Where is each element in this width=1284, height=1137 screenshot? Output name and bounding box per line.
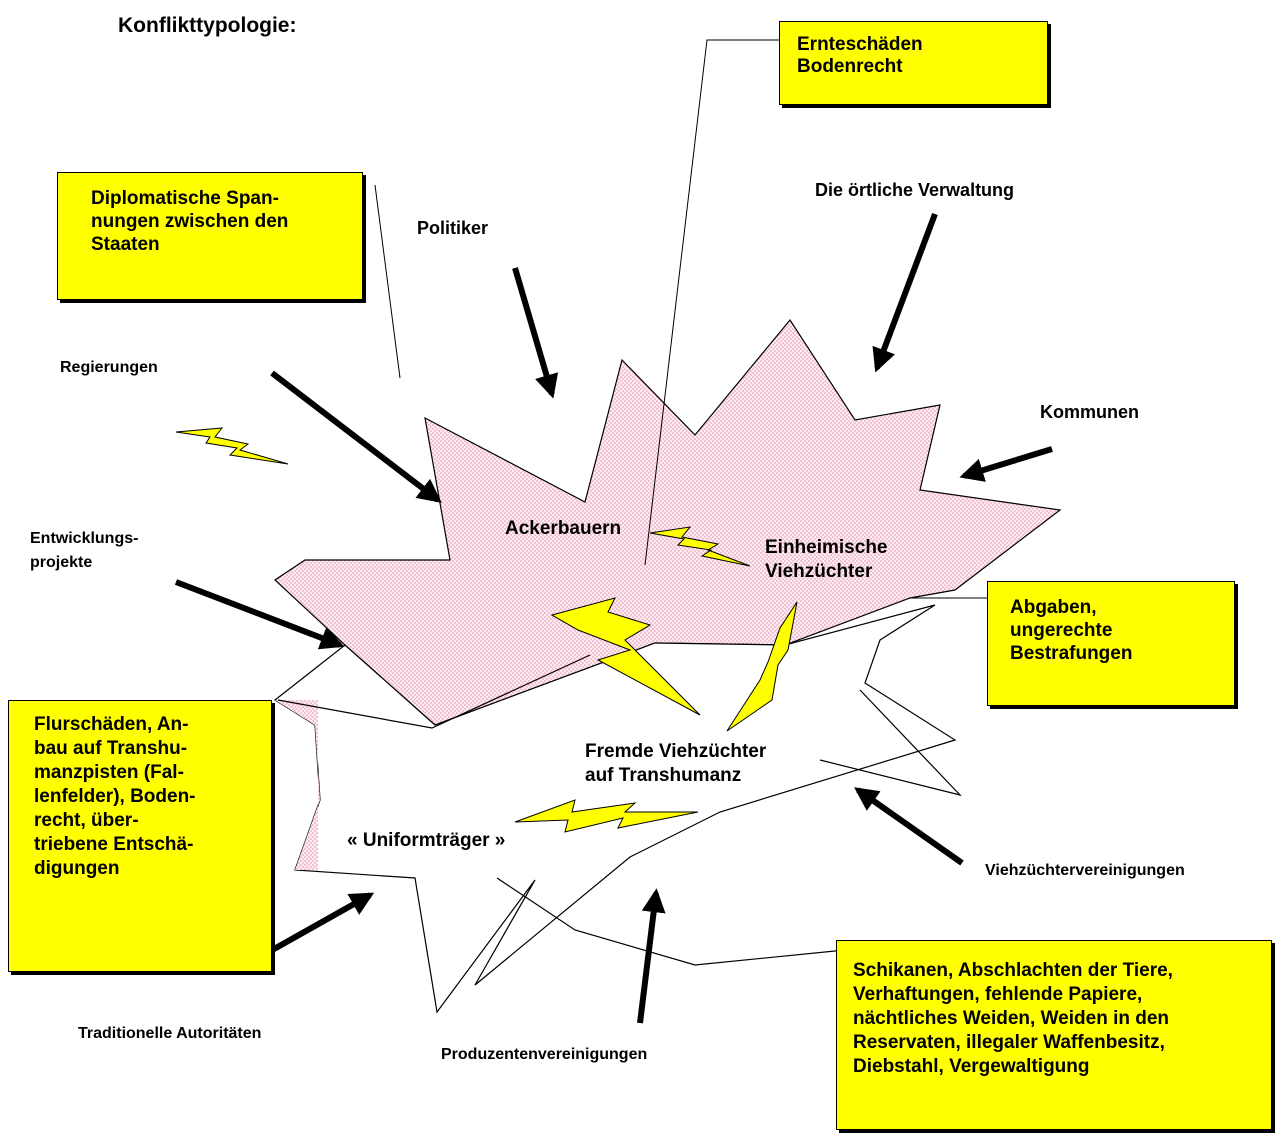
diagram-title: Konflikttypologie:: [118, 14, 297, 37]
lower-burst-right-edge: [819, 689, 962, 797]
party-fremde-viehzuechter: Fremde Viehzüchter auf Transhumanz: [585, 741, 767, 786]
actor-kommunen: Kommunen: [1040, 402, 1139, 422]
lower-burst-bottom-line: [496, 877, 846, 966]
lightning-bolt-regierungen: [175, 427, 289, 465]
arrow-politiker: [512, 267, 559, 399]
arrow-regierungen: [270, 370, 442, 503]
actor-viehzuechtervereinigungen: Viehzüchtervereinigungen: [985, 862, 1185, 879]
arrow-verwaltung: [872, 212, 938, 373]
connector-ernteschaeden: [644, 39, 780, 566]
arrow-entwicklung: [174, 579, 345, 650]
party-einheimische-viehzuechter: Einheimische Viehzüchter: [765, 537, 888, 582]
note-schikanen: Schikanen, Abschlachten der Tiere, Verha…: [836, 940, 1272, 1130]
actor-oertliche-verwaltung: Die örtliche Verwaltung: [815, 180, 1015, 200]
actor-traditionelle-autoritaeten: Traditionelle Autoritäten: [78, 1025, 262, 1042]
note-diplomatische-spannungen: Diplomatische Span- nungen zwischen den …: [57, 172, 363, 300]
lightning-bolt-vertical: [726, 601, 798, 732]
actor-entwicklungsprojekte: Entwicklungs- projekte: [30, 530, 139, 571]
lower-left-pink-area: [275, 700, 320, 870]
lower-burst-inner-line: [277, 654, 591, 729]
note-ernteschaeden: Ernteschäden Bodenrecht: [779, 21, 1048, 105]
arrow-viehzuechtervereinigungen: [854, 787, 964, 866]
actor-produzentenvereinigungen: Produzentenvereinigungen: [441, 1046, 648, 1063]
party-ackerbauern: Ackerbauern: [505, 518, 622, 539]
lightning-bolt-large: [550, 597, 701, 716]
note-abgaben: Abgaben, ungerechte Bestrafungen: [987, 581, 1235, 706]
upper-conflict-burst: [274, 318, 1062, 726]
arrow-kommunen: [959, 446, 1053, 482]
connector-diplomatische: [374, 184, 401, 379]
party-uniformtraeger: « Uniformträger »: [347, 830, 506, 851]
lightning-bolt-center: [649, 526, 751, 567]
note-flurschaeden: Flurschäden, An- bau auf Transhu- manzpi…: [8, 700, 272, 972]
arrow-produzenten: [637, 888, 666, 1024]
arrow-traditionelle: [256, 892, 375, 961]
actor-regierungen: Regierungen: [60, 359, 158, 376]
actor-politiker: Politiker: [417, 218, 489, 238]
lightning-bolt-lower: [514, 799, 699, 833]
